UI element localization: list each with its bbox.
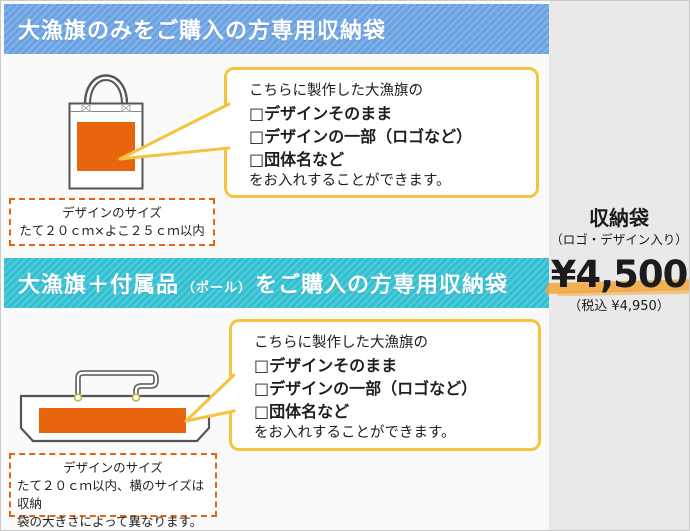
callout2-intro: こちらに製作した大漁旗の xyxy=(254,335,428,351)
callout2-outro: をお入れすることができます。 xyxy=(254,425,456,441)
design-area-2 xyxy=(39,408,186,433)
section2-banner-small: （ポール） xyxy=(182,281,253,296)
callout1-item-design: □デザインそのまま xyxy=(249,104,393,123)
callout1-intro: こちらに製作した大漁旗の xyxy=(249,83,423,99)
price-panel: 収納袋 （ロゴ・デザイン入り） ¥4,500 （税込 ¥4,950） xyxy=(549,206,689,316)
section1-banner-title: 大漁旗のみをご購入の方専用収納袋 xyxy=(18,19,387,44)
size-note1-title: デザインのサイズ xyxy=(62,205,162,220)
design-area-1 xyxy=(77,122,135,171)
size-note-2: デザインのサイズ たて２０ｃｍ以内、横のサイズは収納 袋の大きさによって異なりま… xyxy=(9,453,217,529)
size-note2-title: デザインのサイズ xyxy=(63,460,163,475)
callout-bubble-2: こちらに製作した大漁旗の □デザインそのまま □デザインの一部（ロゴなど） □団… xyxy=(229,319,541,451)
callout1-item-groupname: □団体名など xyxy=(249,150,345,169)
size-note-1: デザインのサイズ たて２０ｃｍ×よこ２５ｃｍ以内 xyxy=(9,198,215,246)
price-value: ¥4,500 xyxy=(550,253,689,296)
section1-banner: 大漁旗のみをご購入の方専用収納袋 xyxy=(4,4,549,54)
tote-bag-illustration xyxy=(68,74,144,190)
callout2-item-groupname: □団体名など xyxy=(254,402,350,421)
callout2-item-logo: □デザインの一部（ロゴなど） xyxy=(254,379,478,398)
banner-stripe-pattern xyxy=(4,4,549,54)
section2-banner-title: 大漁旗＋付属品（ポール）をご購入の方専用収納袋 xyxy=(18,267,508,299)
size-note2-line2: 袋の大きさによって異なります。 xyxy=(17,514,203,529)
section2-banner-suffix: をご購入の方専用収納袋 xyxy=(255,273,509,298)
callout1-item-logo: □デザインの一部（ロゴなど） xyxy=(249,127,473,146)
tax-included-note: （税込 ¥4,950） xyxy=(568,299,670,314)
product-note: （ロゴ・デザイン入り） xyxy=(550,232,688,247)
callout1-outro: をお入れすることができます。 xyxy=(249,173,451,189)
size-note2-line1: たて２０ｃｍ以内、横のサイズは収納 xyxy=(17,478,205,511)
section2-banner: 大漁旗＋付属品（ポール）をご購入の方専用収納袋 xyxy=(4,258,549,308)
pole-bag-illustration xyxy=(19,370,211,443)
section2-banner-prefix: 大漁旗＋付属品 xyxy=(18,273,180,298)
banner-stripe-pattern xyxy=(4,258,549,308)
callout-bubble-1: こちらに製作した大漁旗の □デザインそのまま □デザインの一部（ロゴなど） □団… xyxy=(224,67,539,198)
size-note1-line: たて２０ｃｍ×よこ２５ｃｍ以内 xyxy=(19,223,205,238)
product-name: 収納袋 xyxy=(589,206,649,230)
callout2-item-design: □デザインそのまま xyxy=(254,356,398,375)
